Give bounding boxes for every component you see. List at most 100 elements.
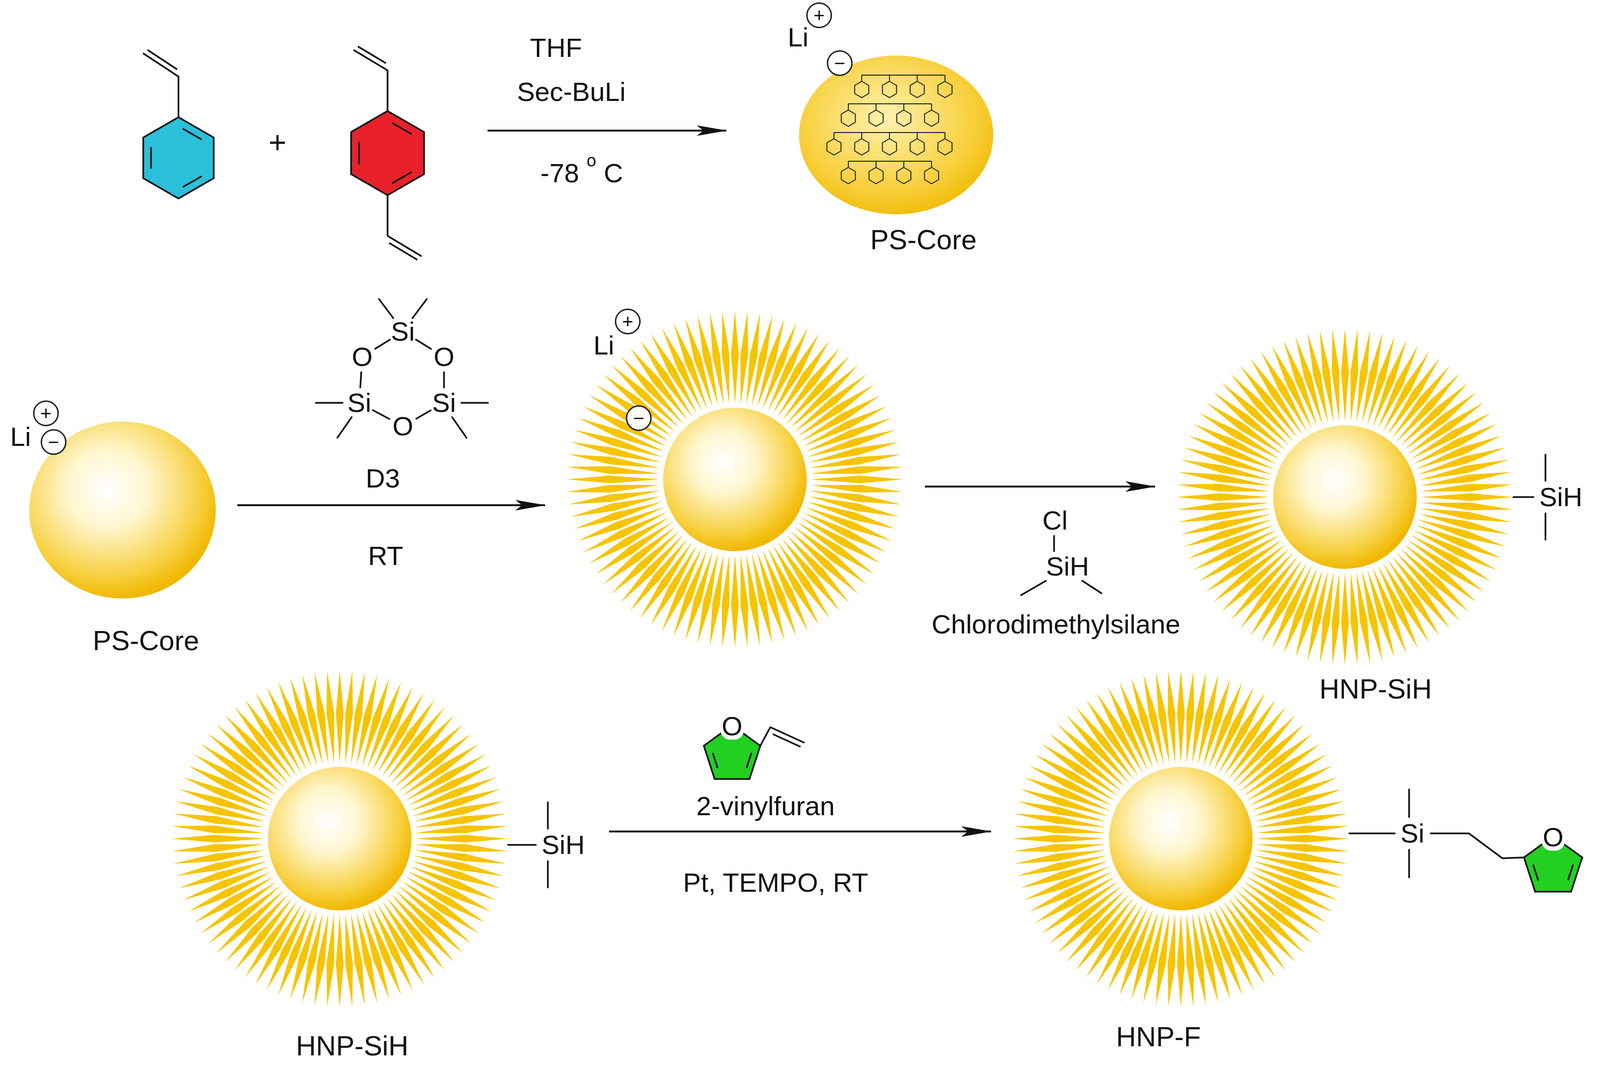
- network-bond: [903, 160, 932, 162]
- pdms-chain: [1186, 670, 1195, 764]
- network-ring: [882, 81, 897, 98]
- network-ring: [910, 81, 924, 98]
- network-bond: [833, 132, 862, 134]
- bond-line: [315, 401, 343, 404]
- crosslinked-network: [826, 75, 952, 184]
- pdms-chain: [377, 904, 424, 985]
- charge-sign: −: [625, 405, 652, 432]
- pdms-chain: [1177, 483, 1270, 492]
- network-ring: [868, 167, 883, 184]
- network-ring: [924, 167, 939, 184]
- ps-core-particle: [29, 421, 216, 599]
- pdms-chain: [800, 395, 881, 442]
- network-bond: [903, 103, 905, 111]
- bond-line: [1021, 580, 1046, 596]
- pdms-chain: [173, 850, 266, 865]
- network-bond: [876, 160, 904, 162]
- pdms-chain: [314, 672, 329, 765]
- pdms-chain: [414, 850, 507, 865]
- charge-sign: +: [614, 308, 641, 335]
- hairy-nanoparticle: [1176, 328, 1514, 666]
- pdms-chain: [1096, 692, 1144, 774]
- atom-symbol: Li: [593, 330, 615, 361]
- pdms-chain: [351, 913, 366, 1006]
- bond-line: [1544, 454, 1547, 481]
- bond-line: [412, 299, 427, 319]
- pdms-chain: [335, 914, 344, 1008]
- atom-symbol: O: [720, 712, 745, 740]
- ring-bond: [1523, 843, 1544, 858]
- pdms-chain: [415, 834, 509, 843]
- pdms-chain: [721, 311, 730, 404]
- network-ring: [854, 138, 869, 156]
- pdms-chain: [568, 490, 661, 505]
- double-bond: [392, 122, 412, 134]
- pdms-chain: [1192, 672, 1207, 765]
- hairy-nanoparticle: SiHHNP-SiH: [1176, 328, 1586, 708]
- pdms-chain: [1012, 844, 1106, 853]
- ring-bond: [1571, 857, 1583, 892]
- pdms-chain: [721, 555, 730, 648]
- network-ring: [854, 81, 869, 98]
- pdms-chain: [1256, 825, 1349, 834]
- network-ring: [841, 167, 856, 184]
- pdms-chain: [740, 555, 749, 648]
- ring-bond: [703, 732, 723, 746]
- double-bond: [147, 50, 177, 69]
- pdms-chain: [345, 670, 354, 764]
- pdms-chain: [772, 544, 820, 626]
- network-bond: [944, 132, 946, 139]
- pdms-chain: [810, 466, 903, 474]
- pdms-chain: [1410, 412, 1491, 460]
- ring-bond: [1534, 890, 1571, 893]
- plus-sign: +: [268, 125, 287, 161]
- pdms-chain: [1356, 571, 1371, 664]
- network-ring: [924, 110, 939, 127]
- network-bond: [931, 161, 933, 168]
- pdms-chain: [1192, 913, 1207, 1006]
- pdms-chain: [1255, 813, 1348, 828]
- reagent-name: D3: [365, 463, 400, 494]
- pdms-chain: [1420, 502, 1513, 511]
- condition-label: Pt, TEMPO, RT: [683, 867, 869, 899]
- bond-line: [1408, 789, 1411, 818]
- pdms-chain: [1218, 904, 1266, 985]
- network-ring: [896, 167, 911, 184]
- pdms-chain: [1178, 472, 1271, 487]
- hairy-nanoparticle: SiOHNP-F: [1012, 670, 1568, 1056]
- atom-symbol: Li: [787, 22, 809, 53]
- bond-line: [1544, 513, 1547, 540]
- pdms-chain: [566, 485, 660, 493]
- atom-symbol: O: [1541, 823, 1566, 851]
- pdms-chain: [1320, 330, 1334, 423]
- pdms-chain: [1331, 572, 1340, 666]
- network-bond: [916, 132, 918, 139]
- reaction-arrow: [609, 830, 991, 833]
- vinyl-group: [143, 53, 179, 118]
- pdms-chain: [1341, 572, 1349, 666]
- network-ring: [937, 81, 952, 98]
- bond-line: [508, 844, 536, 846]
- bond-line: [461, 401, 489, 404]
- pdms-chain: [326, 914, 334, 1007]
- pdms-chain: [710, 554, 724, 646]
- charge-sign: +: [806, 2, 833, 29]
- network-bond: [848, 160, 877, 162]
- pdms-chain: [171, 844, 265, 853]
- ps-core-particle: [799, 55, 994, 215]
- network-bond: [847, 103, 849, 111]
- pdms-chain: [414, 813, 507, 828]
- atom-symbol: Si: [347, 387, 372, 419]
- pdms-chain: [1177, 502, 1270, 511]
- ps-core-particle: Li+−PS-Core: [784, 0, 994, 259]
- pdms-chain: [1256, 844, 1349, 853]
- pdms-chain: [1419, 472, 1512, 487]
- hairy-nanoparticle: Li+ −: [566, 305, 904, 648]
- pdms-chain: [588, 517, 670, 564]
- atom-symbol: SiH: [1045, 551, 1089, 582]
- bond-line: [1349, 832, 1395, 835]
- atom-symbol: Si: [1400, 818, 1425, 849]
- network-bond: [847, 161, 849, 168]
- atom-symbol: O: [433, 341, 455, 373]
